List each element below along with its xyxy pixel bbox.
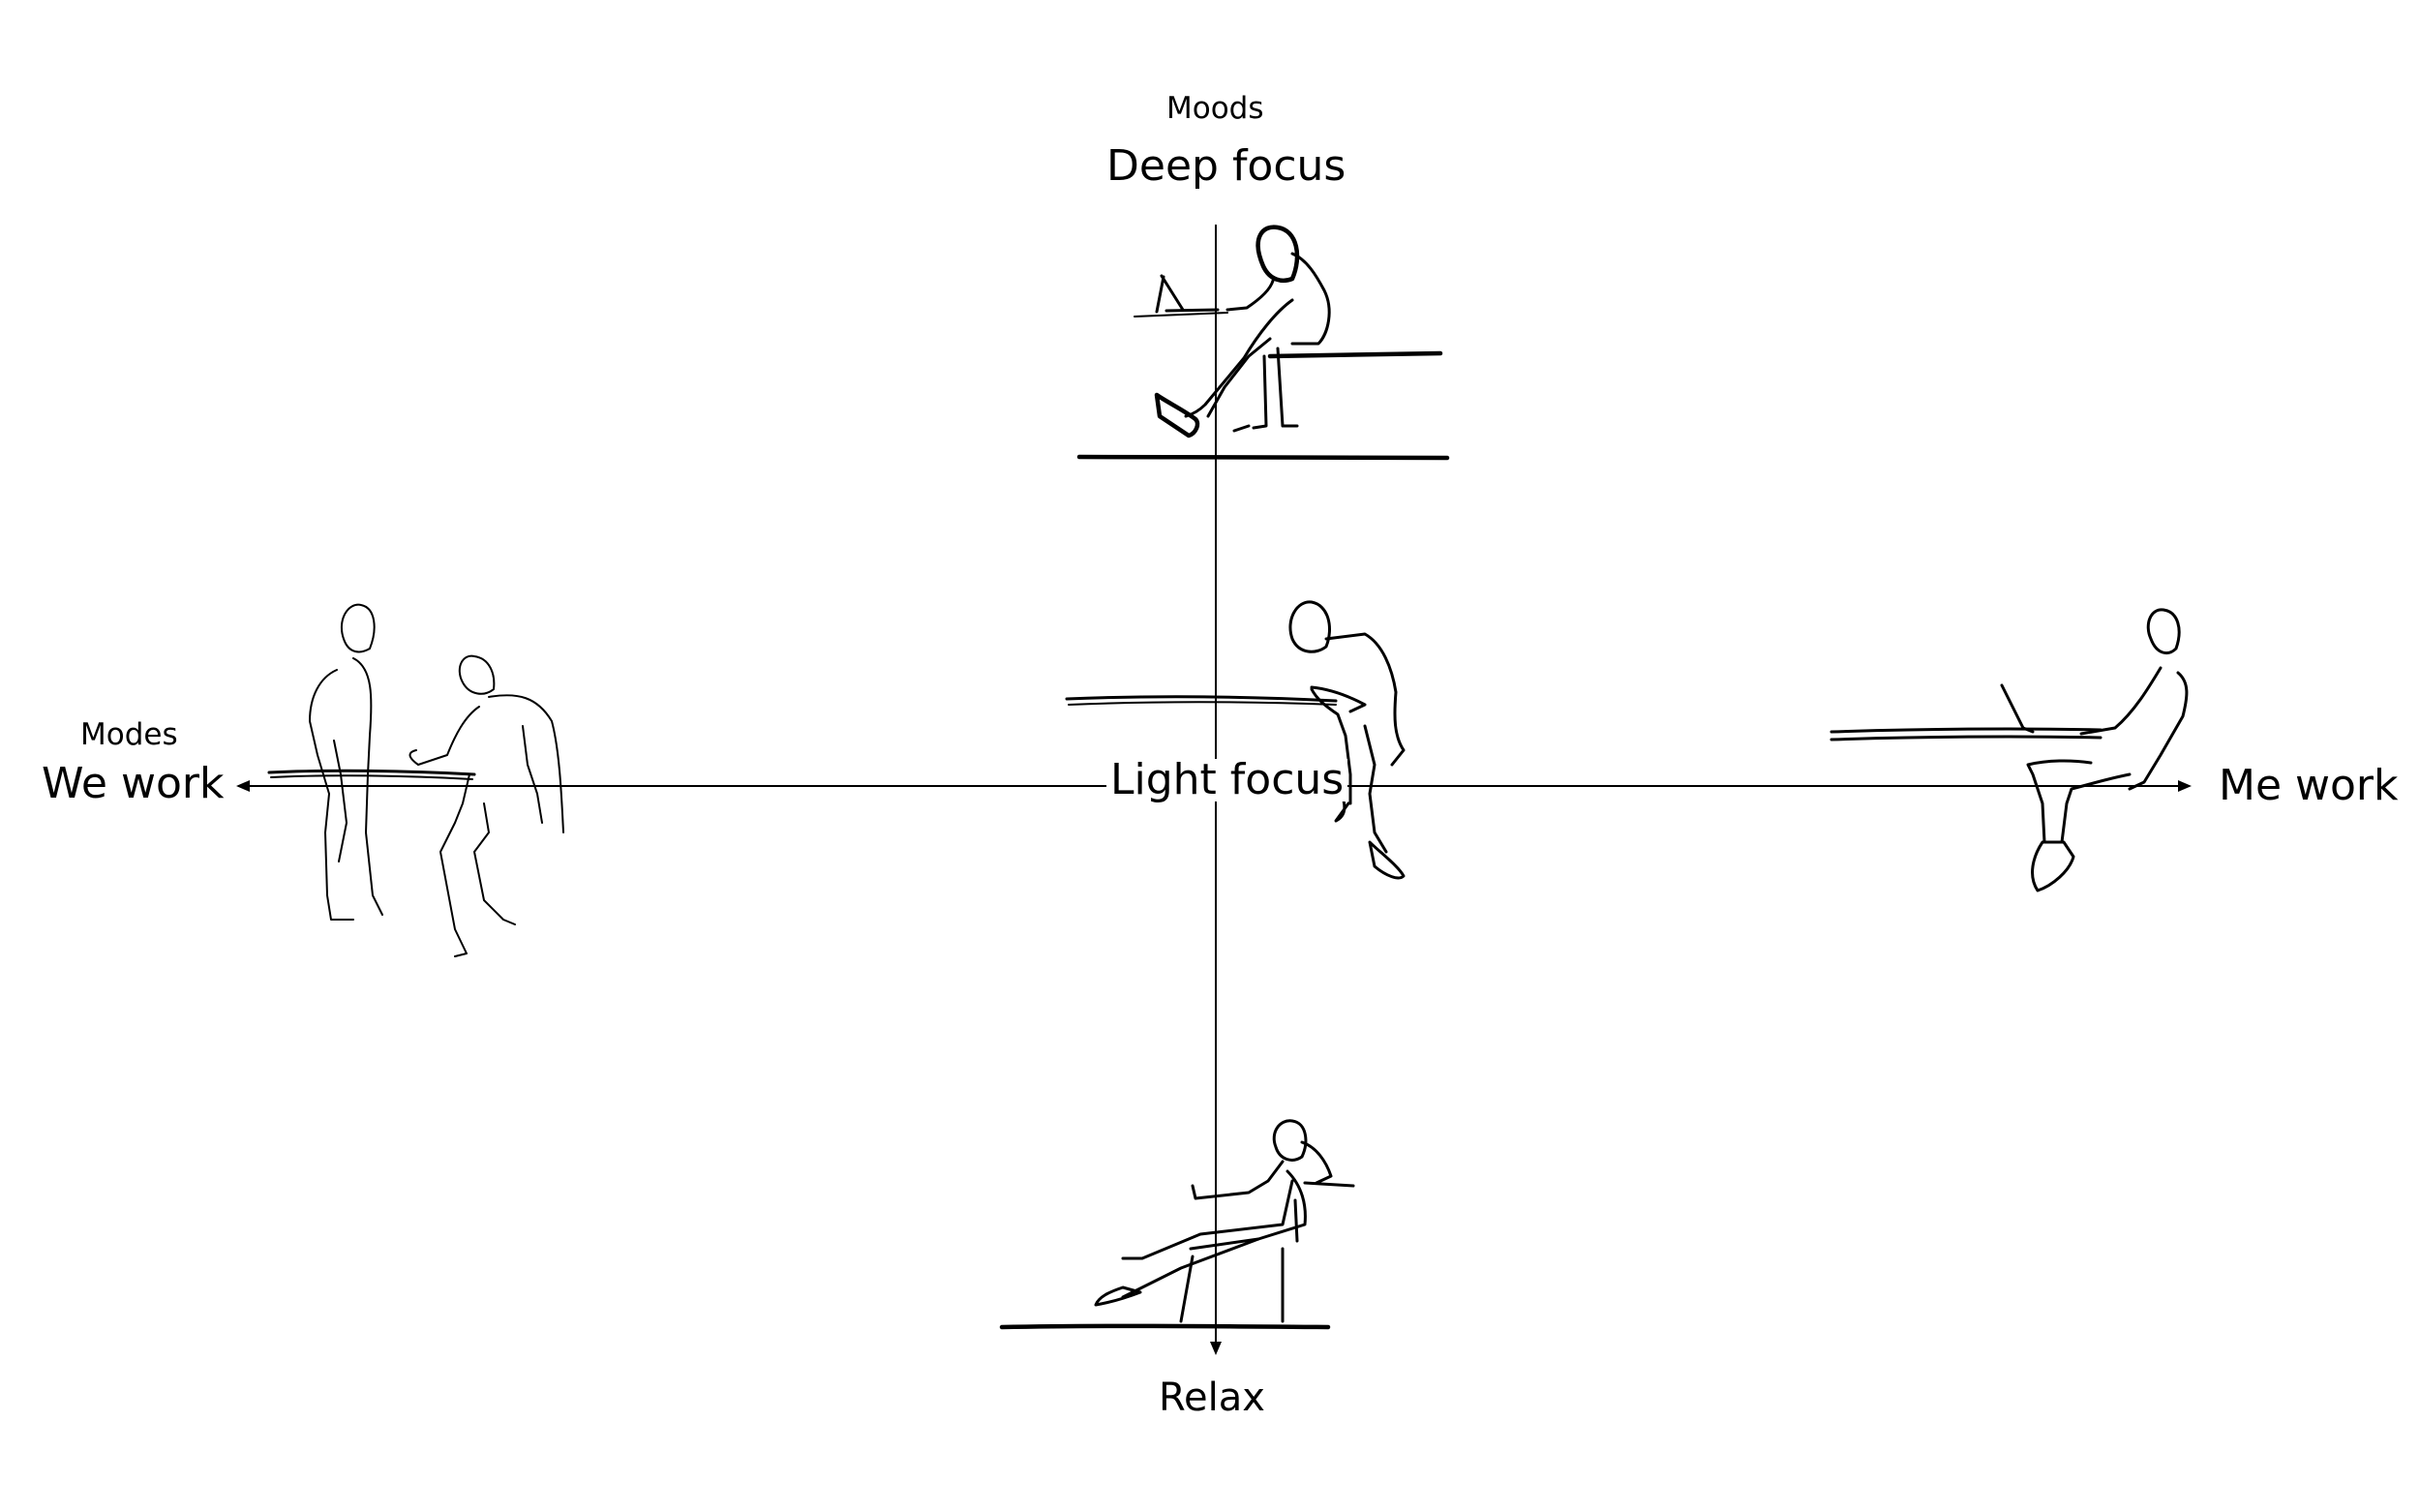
deep-focus-label: Deep focus <box>1106 141 1346 191</box>
modes-axis-heading: Modes <box>80 717 178 752</box>
me-work-label: Me work <box>2219 761 2399 810</box>
sketch-light-focus <box>1065 600 1406 880</box>
light-focus-label: Light focus <box>1106 759 1348 801</box>
sketch-deep-focus <box>1076 225 1450 461</box>
moods-axis-heading: Moods <box>1166 91 1264 126</box>
sketch-me-work <box>1830 608 2189 892</box>
sketch-relax <box>999 1119 1355 1330</box>
we-work-label: We work <box>42 759 225 808</box>
relax-label: Relax <box>1159 1376 1265 1420</box>
sketch-we-work <box>267 603 564 957</box>
